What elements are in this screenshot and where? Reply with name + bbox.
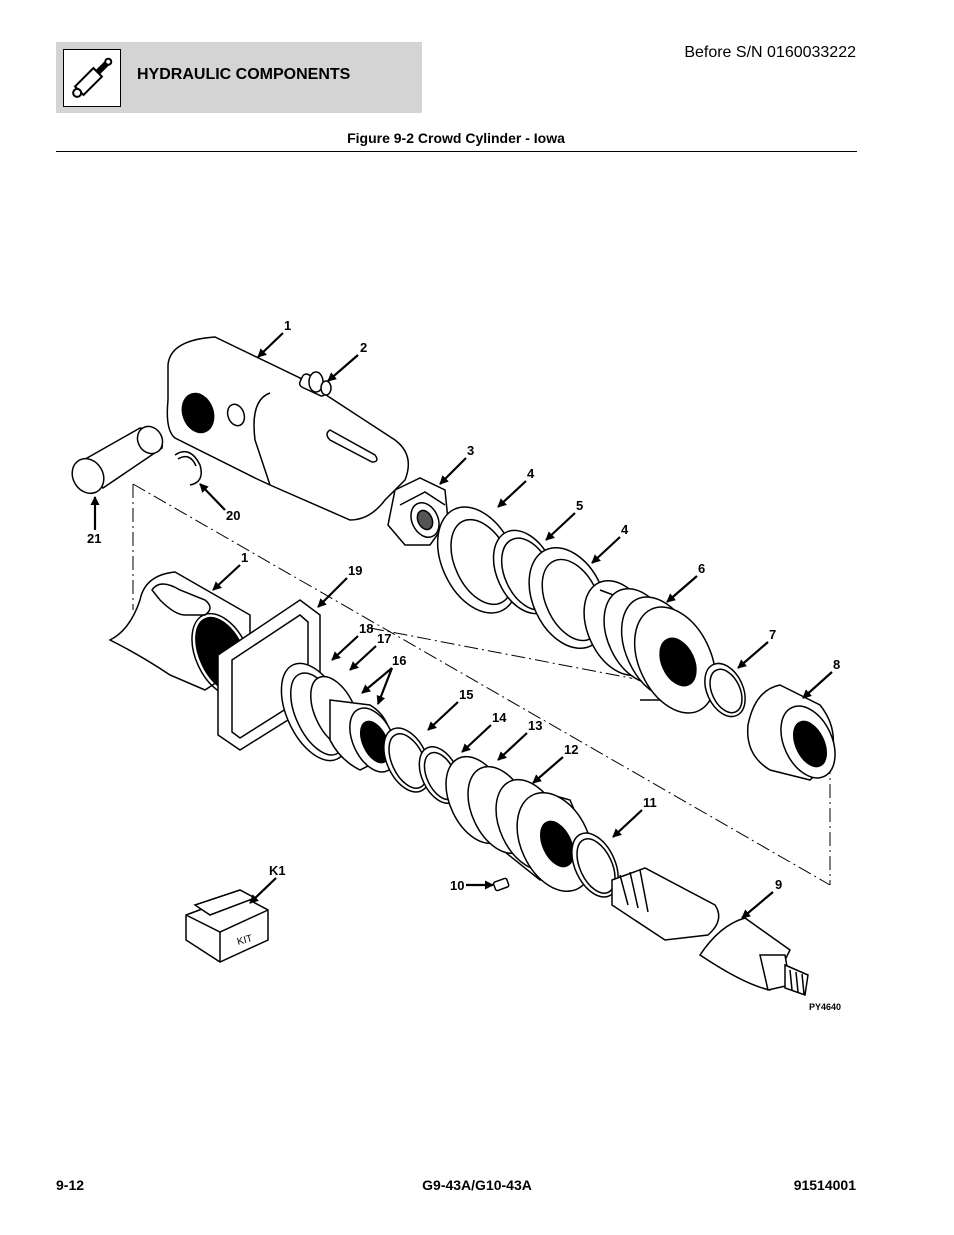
callout-12: 12: [564, 742, 578, 757]
part-3-nut: [387, 477, 449, 546]
parts: [71, 336, 836, 997]
callout-labels: 1 2 3 4 5 4 6 7 8 9 10 11 12 13 14 15 16…: [87, 318, 840, 893]
kit-box-label: KIT: [236, 933, 254, 948]
callout-14: 14: [492, 710, 507, 725]
kit-box: [185, 889, 269, 963]
part-9-rod: [611, 867, 809, 997]
part-1-barrel: [166, 336, 410, 521]
part-6-head: [583, 579, 717, 714]
part-16-piston-bushing: [329, 699, 397, 773]
callout-9: 9: [775, 877, 782, 892]
callout-13: 13: [528, 718, 542, 733]
callout-18: 18: [359, 621, 373, 636]
section-title: HYDRAULIC COMPONENTS: [137, 66, 351, 83]
callout-17: 17: [377, 631, 391, 646]
model-number: G9-43A/G10-43A: [422, 1177, 532, 1193]
page-number: 9-12: [56, 1177, 85, 1193]
callout-21: 21: [87, 531, 101, 546]
callout-10: 10: [450, 878, 464, 893]
serial-number-note: Before S/N 0160033222: [684, 44, 856, 61]
part-7-oring: [704, 662, 746, 718]
callout-5: 5: [576, 498, 583, 513]
part-20-snap-ring: [174, 450, 202, 486]
hydraulic-cylinder-icon: [63, 49, 121, 107]
drawing-id: PY4640: [809, 1002, 841, 1012]
callout-15: 15: [459, 687, 473, 702]
callout-arrows: [90, 332, 833, 919]
part-11-ring: [571, 832, 619, 898]
callout-k1: K1: [269, 863, 286, 878]
callout-8: 8: [833, 657, 840, 672]
document-number: 91514001: [793, 1177, 856, 1193]
header-rule: [56, 151, 857, 152]
callout-4-a: 4: [527, 466, 535, 481]
callout-1-upper: 1: [284, 318, 291, 333]
callout-2: 2: [360, 340, 367, 355]
callout-19: 19: [348, 563, 362, 578]
callout-3: 3: [467, 443, 474, 458]
callout-16: 16: [392, 653, 406, 668]
callout-4-b: 4: [621, 522, 629, 537]
part-15-ring: [383, 727, 431, 793]
callout-6: 6: [698, 561, 705, 576]
part-10-setscrew: [492, 877, 510, 892]
part-2-fitting: [308, 371, 332, 396]
callout-11: 11: [643, 795, 657, 810]
callout-1-lower: 1: [241, 550, 248, 565]
callout-7: 7: [769, 627, 776, 642]
part-8-bushing: [746, 684, 836, 781]
figure-caption: Figure 9-2 Crowd Cylinder - Iowa: [347, 130, 565, 146]
callout-20: 20: [226, 508, 240, 523]
part-21-pin: [71, 425, 164, 495]
